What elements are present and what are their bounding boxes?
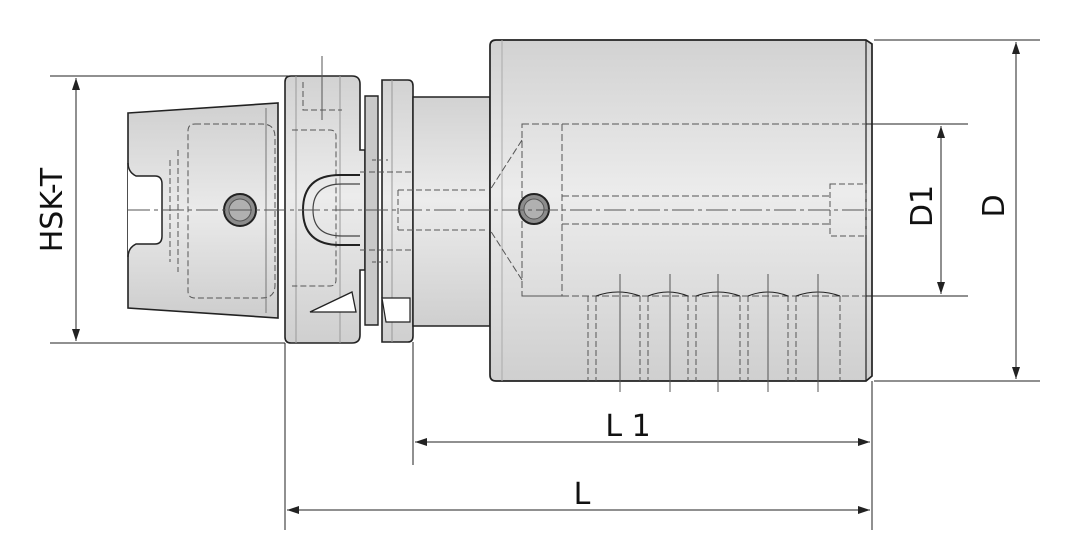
flange — [284, 56, 366, 344]
dimension-lines — [50, 39, 1040, 530]
hsk-t-label: HSK-T — [35, 167, 70, 252]
groove-rings — [360, 79, 414, 343]
d1-label: D1 — [905, 185, 940, 227]
d-label: D — [977, 194, 1012, 217]
l1-label: L 1 — [605, 409, 650, 444]
neck — [397, 96, 491, 327]
l-label: L — [574, 477, 591, 512]
screw-icon — [518, 193, 550, 225]
